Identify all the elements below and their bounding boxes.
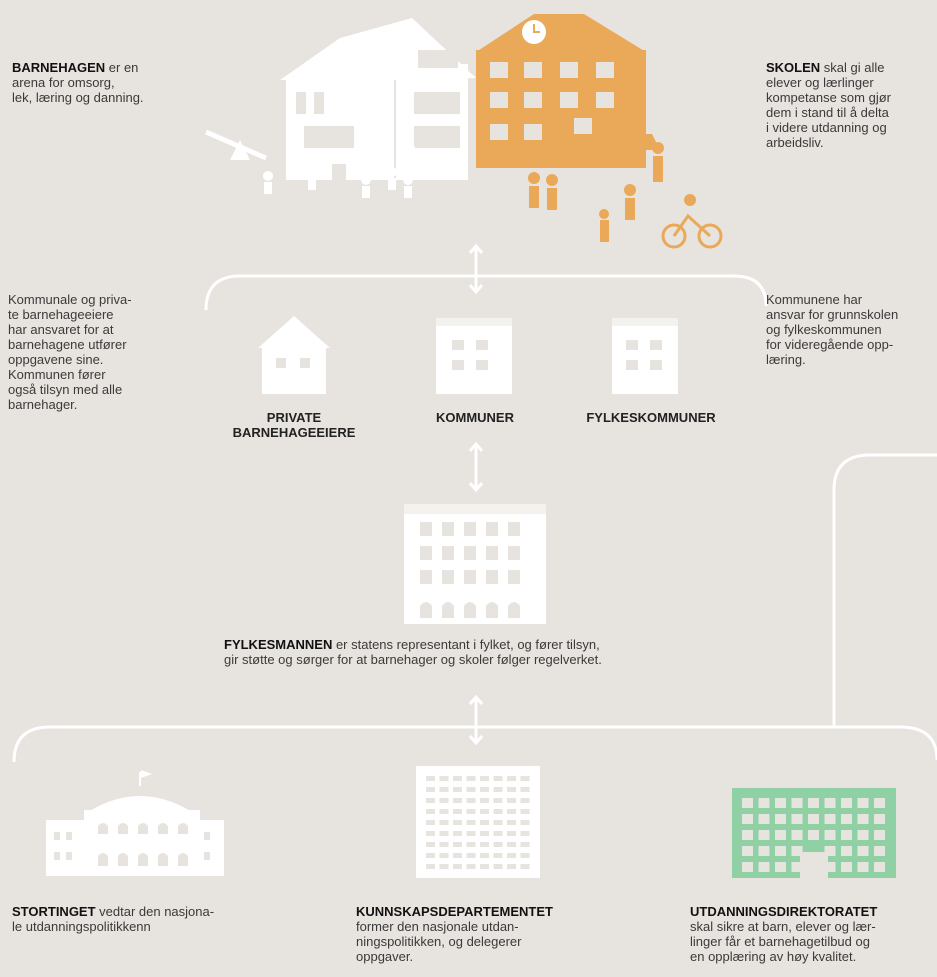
kindergarten-heading: BARNEHAGEN [12, 60, 106, 75]
directorate-description: UTDANNINGSDIREKTORATET skal sikre at bar… [690, 904, 935, 964]
ministry-heading: KUNNSKAPSDEPARTEMENTET [356, 904, 553, 919]
directorate-link [832, 453, 937, 727]
kindergarten-owners-note: Kommunale og priva- te barnehageeiere ha… [8, 292, 132, 412]
county-building-icon [612, 318, 678, 394]
private-owner-house-icon [258, 316, 330, 394]
arrow-icon [468, 243, 484, 295]
kindergarten-house-icon [205, 18, 476, 198]
arrow-icon [468, 694, 484, 746]
municipalities-label: KOMMUNER [436, 410, 514, 425]
county-governor-heading: FYLKESMANNEN [224, 637, 333, 652]
parliament-heading: STORTINGET [12, 904, 96, 919]
school-building-icon [476, 14, 723, 249]
parliament-text: vedtar den nasjona- le utdanningspolitik… [12, 904, 215, 934]
school-heading: SKOLEN [766, 60, 821, 75]
kindergarten-text: er en arena for omsorg, lek, læring og d… [12, 60, 144, 105]
municipality-building-icon [436, 318, 512, 394]
county-governor-building-icon [404, 504, 546, 624]
county-governor-description: FYLKESMANNEN er statens representant i f… [224, 637, 744, 667]
kindergarten-description: BARNEHAGEN er en arena for omsorg, lek, … [12, 60, 202, 105]
ministry-text: former den nasjonale utdan- ningspolitik… [356, 919, 522, 964]
bicycle-icon [661, 213, 723, 249]
directorate-heading: UTDANNINGSDIREKTORATET [690, 904, 878, 919]
connector-lines [12, 274, 937, 763]
municipality-responsibility-note: Kommunene har ansvar for grunnskolen og … [766, 292, 899, 367]
private-owners-label: PRIVATE BARNEHAGEEIERE [232, 410, 356, 440]
ministry-description: KUNNSKAPSDEPARTEMENTET former den nasjon… [356, 904, 606, 964]
parliament-description: STORTINGET vedtar den nasjona- le utdann… [12, 904, 292, 934]
county-governor-text: er statens representant i fylket, og før… [224, 637, 602, 667]
county-municipalities-label: FYLKESKOMMUNER [586, 410, 716, 425]
arrow-icon [468, 441, 484, 493]
state-bracket [12, 725, 937, 763]
school-text: skal gi alle elever og lærlinger kompeta… [766, 60, 891, 150]
owners-bracket [204, 274, 768, 311]
directorate-building-icon [732, 788, 896, 878]
directorate-text: skal sikre at barn, elever og lær- linge… [690, 919, 876, 964]
ministry-building-icon [416, 766, 540, 878]
school-description: SKOLEN skal gi alle elever og lærlinger … [766, 60, 936, 150]
parliament-building-icon [46, 770, 224, 876]
